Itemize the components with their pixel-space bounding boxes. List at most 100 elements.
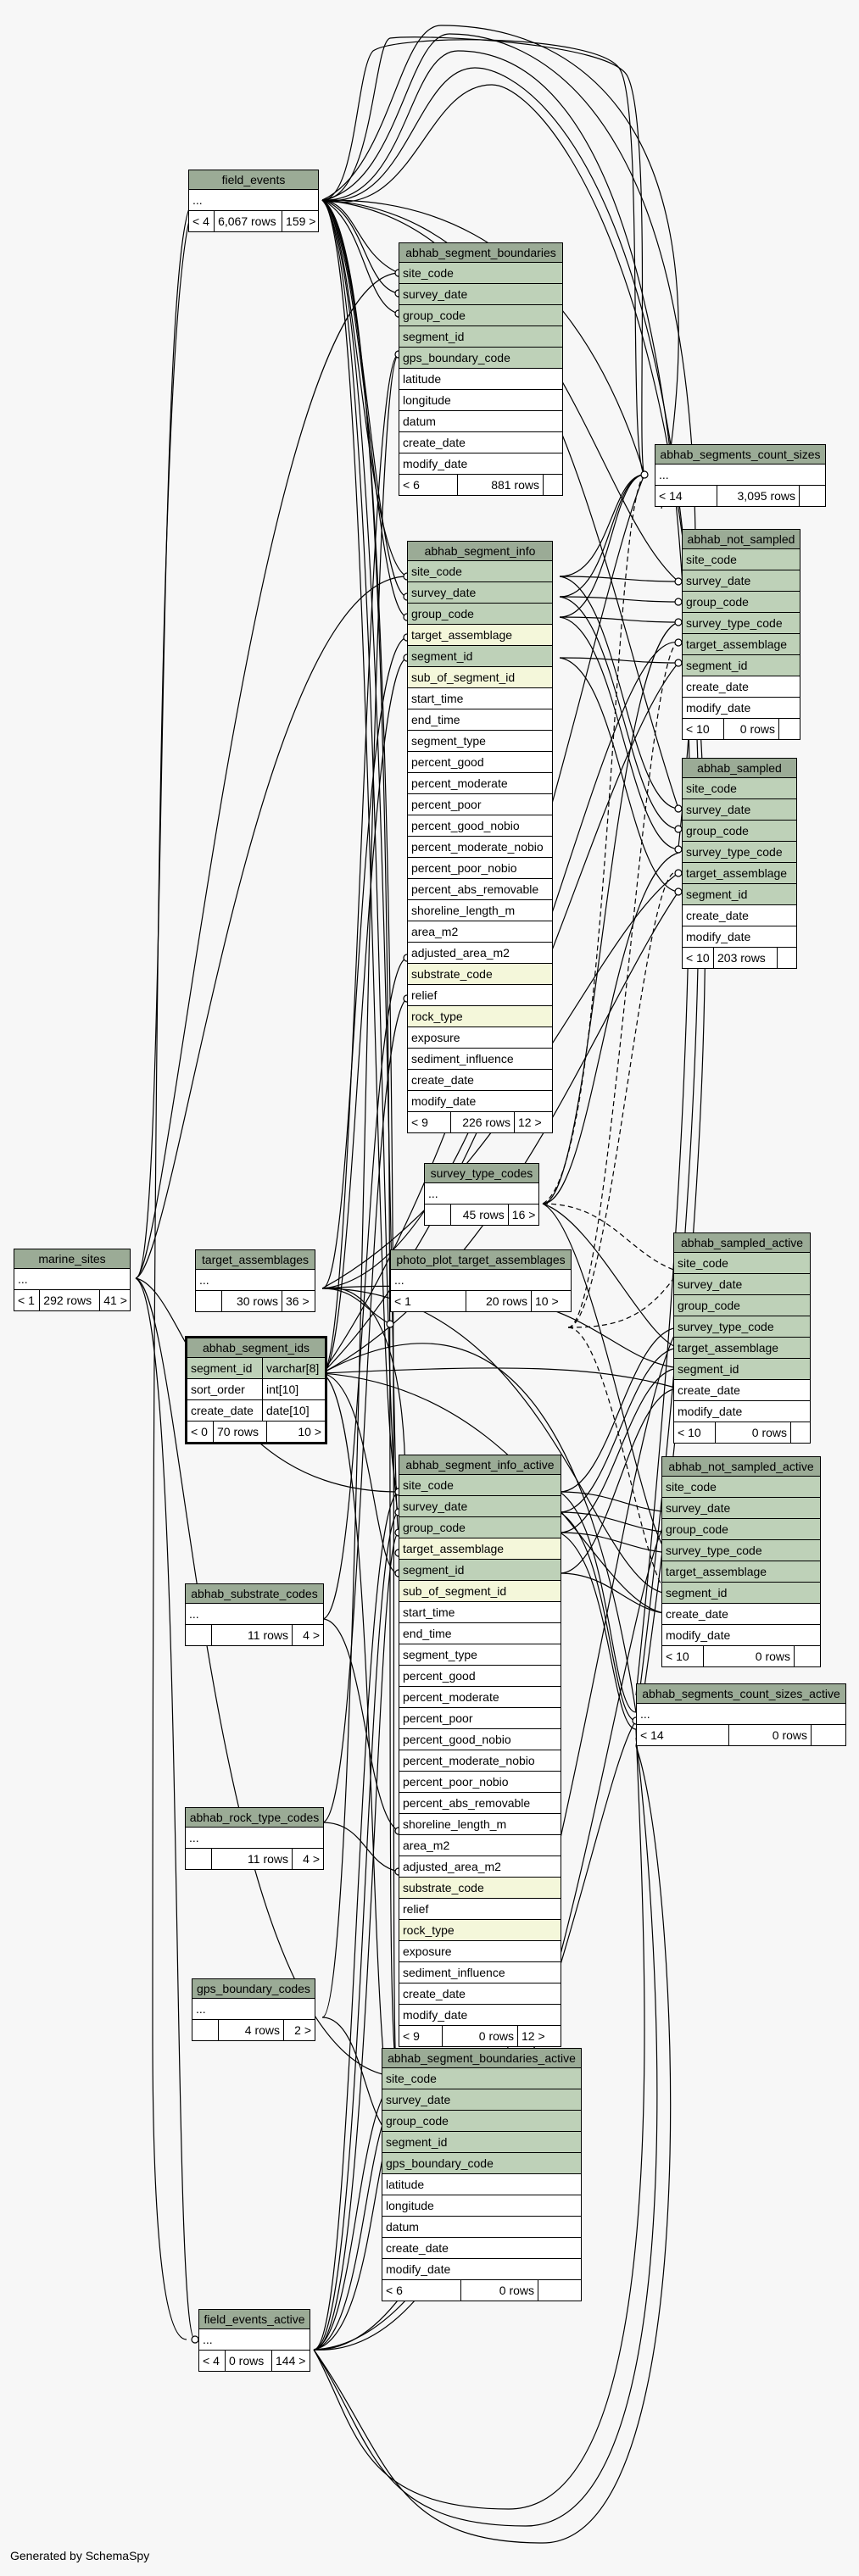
table-abhab-rock-type-codes[interactable]: abhab_rock_type_codes ... 11 rows 4 > (185, 1807, 324, 1870)
table-abhab-sampled-active[interactable]: abhab_sampled_active site_code survey_da… (673, 1232, 811, 1444)
column-row[interactable]: percent_good (408, 752, 552, 773)
column-row[interactable]: percent_good (399, 1666, 561, 1687)
column-row[interactable]: modify_date (399, 2005, 561, 2026)
column-row[interactable]: start_time (408, 688, 552, 709)
column-row[interactable]: target_assemblage (683, 634, 800, 655)
column-row[interactable]: area_m2 (399, 1835, 561, 1856)
column-row[interactable]: create_date (408, 1070, 552, 1091)
table-field-events-active[interactable]: field_events_active ... < 4 0 rows 144 > (198, 2309, 310, 2372)
column-row[interactable]: relief (399, 1899, 561, 1920)
column-row[interactable]: segment_id (399, 1560, 561, 1581)
column-row[interactable]: modify_date (674, 1401, 810, 1422)
column-row[interactable]: create_date (662, 1604, 820, 1625)
children-count[interactable]: 16 > (511, 1208, 536, 1221)
children-count[interactable]: 4 > (303, 1852, 320, 1866)
column-row[interactable]: datum (399, 411, 562, 432)
column-row[interactable]: group_code (662, 1519, 820, 1540)
column-row[interactable]: site_code (399, 1475, 561, 1496)
parents-count[interactable]: < 0 (187, 1422, 214, 1442)
column-row[interactable]: rock_type (399, 1920, 561, 1941)
column-row[interactable]: percent_moderate_nobio (408, 837, 552, 858)
column-row[interactable]: group_code (399, 1517, 561, 1538)
column-row[interactable]: modify_date (683, 926, 796, 948)
parents-count[interactable]: < 14 (655, 486, 717, 506)
parents-count[interactable]: < 10 (674, 1422, 716, 1443)
column-row[interactable]: segment_id (662, 1583, 820, 1604)
column-row[interactable]: latitude (382, 2174, 581, 2195)
children-count[interactable]: 10 > (535, 1294, 559, 1308)
table-abhab-sampled[interactable]: abhab_sampled site_code survey_date grou… (682, 758, 797, 969)
parents-count[interactable]: < 6 (399, 475, 458, 495)
column-row[interactable]: shoreline_length_m (399, 1814, 561, 1835)
column-row[interactable]: segment_type (399, 1644, 561, 1666)
parents-count[interactable]: < 14 (637, 1725, 729, 1745)
column-row[interactable]: segment_id (382, 2132, 581, 2153)
column-row[interactable]: percent_poor (399, 1708, 561, 1729)
column-row[interactable]: sediment_influence (408, 1049, 552, 1070)
column-row[interactable]: modify_date (408, 1091, 552, 1112)
table-survey-type-codes[interactable]: survey_type_codes ... 45 rows 16 > (424, 1163, 539, 1226)
children-count[interactable]: 12 > (522, 2029, 545, 2043)
column-row[interactable]: create_date (399, 1983, 561, 2005)
parents-count[interactable]: < 10 (662, 1646, 704, 1666)
column-row[interactable]: start_time (399, 1602, 561, 1623)
column-row[interactable]: survey_date (683, 799, 796, 821)
parents-count[interactable] (425, 1205, 451, 1225)
column-row[interactable]: group_code (382, 2111, 581, 2132)
column-row[interactable]: adjusted_area_m2 (399, 1856, 561, 1878)
column-row[interactable]: segment_id (674, 1359, 810, 1380)
children-count[interactable]: 36 > (286, 1294, 310, 1308)
children-count[interactable] (544, 475, 550, 495)
table-abhab-substrate-codes[interactable]: abhab_substrate_codes ... 11 rows 4 > (185, 1583, 324, 1646)
children-count[interactable] (795, 1646, 801, 1666)
children-count[interactable]: 4 > (303, 1628, 320, 1642)
column-row[interactable]: longitude (382, 2195, 581, 2217)
column-row[interactable]: group_code (399, 305, 562, 326)
table-abhab-segment-boundaries-active[interactable]: abhab_segment_boundaries_active site_cod… (382, 2048, 582, 2301)
column-row[interactable]: gps_boundary_code (399, 348, 562, 369)
column-row[interactable]: adjusted_area_m2 (408, 943, 552, 964)
column-row[interactable]: survey_type_code (674, 1316, 810, 1338)
column-row[interactable]: site_code (683, 549, 800, 570)
parents-count[interactable]: < 4 (199, 2351, 226, 2371)
children-count[interactable]: 2 > (294, 2023, 311, 2037)
column-row[interactable]: survey_date (662, 1498, 820, 1519)
column-row[interactable]: modify_date (399, 453, 562, 475)
children-count[interactable] (791, 1422, 798, 1443)
column-row[interactable]: group_code (683, 821, 796, 842)
parents-count[interactable]: < 10 (683, 719, 724, 739)
parents-count[interactable]: < 10 (683, 948, 714, 968)
column-row[interactable]: segment_id (683, 884, 796, 905)
column-row[interactable]: survey_date (683, 570, 800, 592)
column-row[interactable]: site_code (382, 2068, 581, 2089)
column-row[interactable]: segment_type (408, 731, 552, 752)
column-row[interactable]: end_time (408, 709, 552, 731)
children-count[interactable]: 144 > (276, 2354, 306, 2367)
column-row[interactable]: latitude (399, 369, 562, 390)
column-row[interactable]: create_date (382, 2238, 581, 2259)
children-count[interactable]: 159 > (286, 214, 316, 228)
column-row[interactable]: create_date (683, 905, 796, 926)
table-marine-sites[interactable]: marine_sites ... < 1 292 rows 41 > (14, 1249, 131, 1311)
column-row[interactable]: end_time (399, 1623, 561, 1644)
column-row[interactable]: percent_good_nobio (399, 1729, 561, 1750)
column-row[interactable]: segment_id (408, 646, 552, 667)
parents-count[interactable] (186, 1849, 212, 1869)
column-row[interactable]: site_code (674, 1253, 810, 1274)
column-row[interactable]: survey_date (408, 582, 552, 604)
parents-count[interactable] (196, 1291, 222, 1311)
children-count[interactable] (778, 948, 784, 968)
column-row[interactable]: percent_poor_nobio (408, 858, 552, 879)
column-row[interactable]: site_code (683, 778, 796, 799)
column-row[interactable]: survey_date (382, 2089, 581, 2111)
column-row[interactable]: shoreline_length_m (408, 900, 552, 921)
column-row[interactable]: sub_of_segment_id (399, 1581, 561, 1602)
parents-count[interactable]: < 1 (391, 1291, 466, 1311)
column-row[interactable]: percent_poor_nobio (399, 1772, 561, 1793)
column-row[interactable]: modify_date (382, 2259, 581, 2280)
column-row[interactable]: rock_type (408, 1006, 552, 1027)
column-row[interactable]: site_code (408, 561, 552, 582)
